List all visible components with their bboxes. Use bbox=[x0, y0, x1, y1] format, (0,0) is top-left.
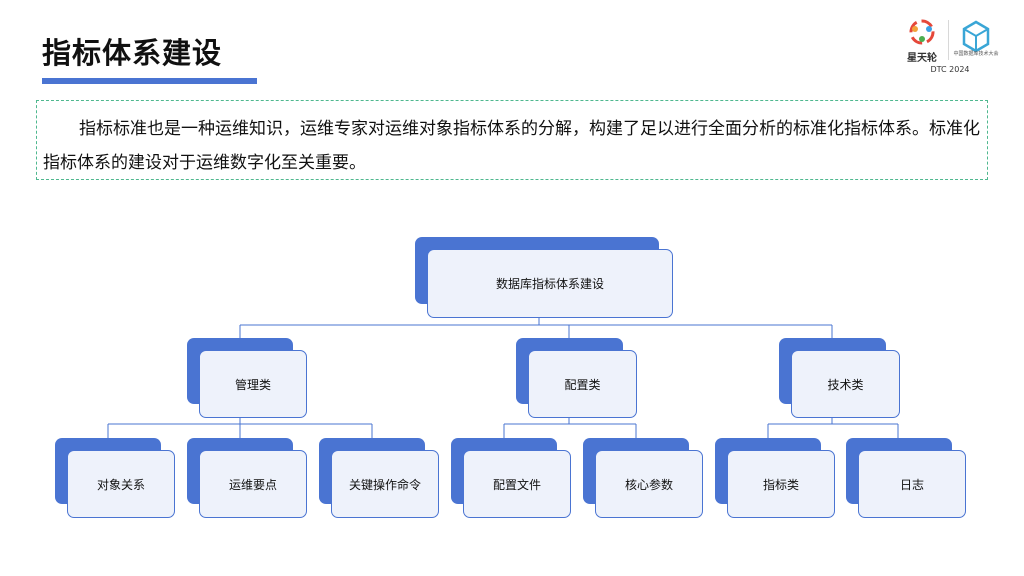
leaf-node: 日志 bbox=[846, 438, 966, 518]
event-label: DTC 2024 bbox=[930, 65, 970, 74]
conference-name: 中国数据库技术大会 bbox=[953, 51, 999, 57]
category-node-tech: 技术类 bbox=[779, 338, 900, 418]
root-node: 数据库指标体系建设 bbox=[415, 237, 673, 318]
category-node-management: 管理类 bbox=[187, 338, 307, 418]
page-title: 指标体系建设 bbox=[42, 36, 223, 70]
logo-divider bbox=[948, 20, 949, 60]
leaf-node: 配置文件 bbox=[451, 438, 571, 518]
leaf-node: 对象关系 bbox=[55, 438, 175, 518]
brand-name: 星天轮 bbox=[907, 53, 937, 64]
brand-logo-icon bbox=[909, 19, 935, 45]
leaf-node: 关键操作命令 bbox=[319, 438, 439, 518]
leaf-node: 指标类 bbox=[715, 438, 835, 518]
intro-paragraph: 指标标准也是一种运维知识，运维专家对运维对象指标体系的分解，构建了足以进行全面分… bbox=[36, 100, 988, 180]
leaf-node: 运维要点 bbox=[187, 438, 307, 518]
title-underline bbox=[42, 78, 257, 84]
conference-logo-icon bbox=[962, 20, 990, 53]
category-node-config: 配置类 bbox=[516, 338, 637, 418]
leaf-node: 核心参数 bbox=[583, 438, 703, 518]
